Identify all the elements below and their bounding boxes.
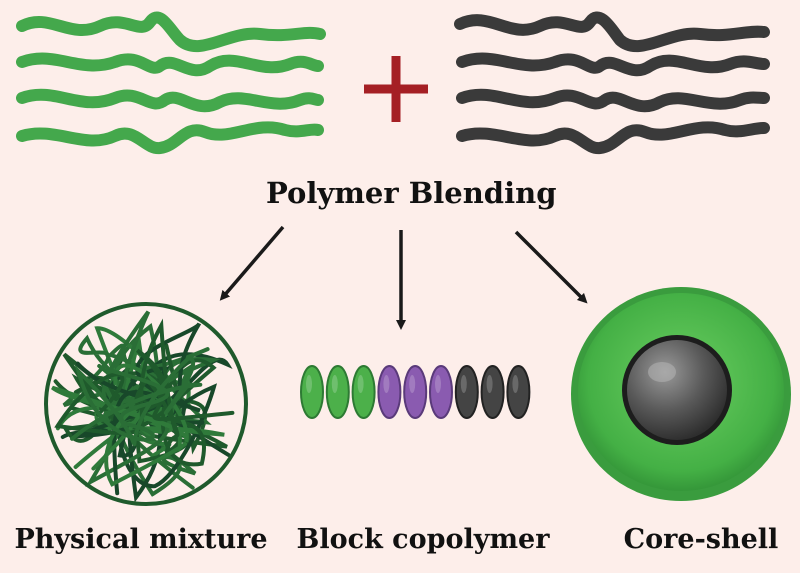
dark-chain-2 (456, 52, 770, 77)
segment-gray (506, 365, 531, 419)
arrow-to-core-shell (514, 230, 588, 304)
green-chain-4 (16, 121, 324, 154)
tangle-outline (44, 302, 248, 506)
tangle-strand (70, 356, 203, 447)
physical-mixture-tangle (44, 302, 248, 506)
segment-gray (480, 365, 505, 419)
plus-icon (364, 56, 428, 122)
green-chain-1 (16, 11, 326, 52)
segment-highlight (383, 375, 390, 393)
dark-polymer-chains (454, 11, 770, 154)
core (627, 340, 727, 440)
segment-green (351, 365, 376, 419)
segment-highlight (512, 375, 519, 393)
segment-highlight (409, 375, 416, 393)
block-copolymer-segments (300, 365, 531, 419)
segment-purple (377, 365, 402, 419)
dark-chain-3 (456, 88, 770, 113)
segment-purple (403, 365, 428, 419)
segment-gray (454, 365, 479, 419)
green-polymer-chains (16, 11, 326, 154)
segment-highlight (486, 375, 493, 393)
green-chain-3 (16, 88, 324, 113)
diagram-title: Polymer Blending (266, 176, 557, 210)
dark-chain-4 (456, 121, 770, 154)
arrow-to-physical-mixture (219, 225, 285, 301)
segment-highlight (306, 375, 312, 393)
block-copolymer-label: Block copolymer (296, 524, 550, 555)
dark-chain-1 (454, 11, 770, 52)
physical-mixture-label: Physical mixture (14, 524, 268, 555)
core-highlight (648, 362, 676, 382)
segment-highlight (460, 375, 467, 393)
segment-highlight (357, 375, 364, 393)
segment-purple (429, 365, 453, 419)
arrows (219, 225, 588, 330)
segment-highlight (435, 375, 441, 393)
segment-green (325, 365, 350, 419)
segment-green (300, 365, 324, 419)
segment-highlight (331, 375, 338, 393)
core-shell-label: Core-shell (623, 524, 779, 555)
green-chain-2 (16, 52, 324, 77)
core-shell-particle (571, 287, 791, 501)
